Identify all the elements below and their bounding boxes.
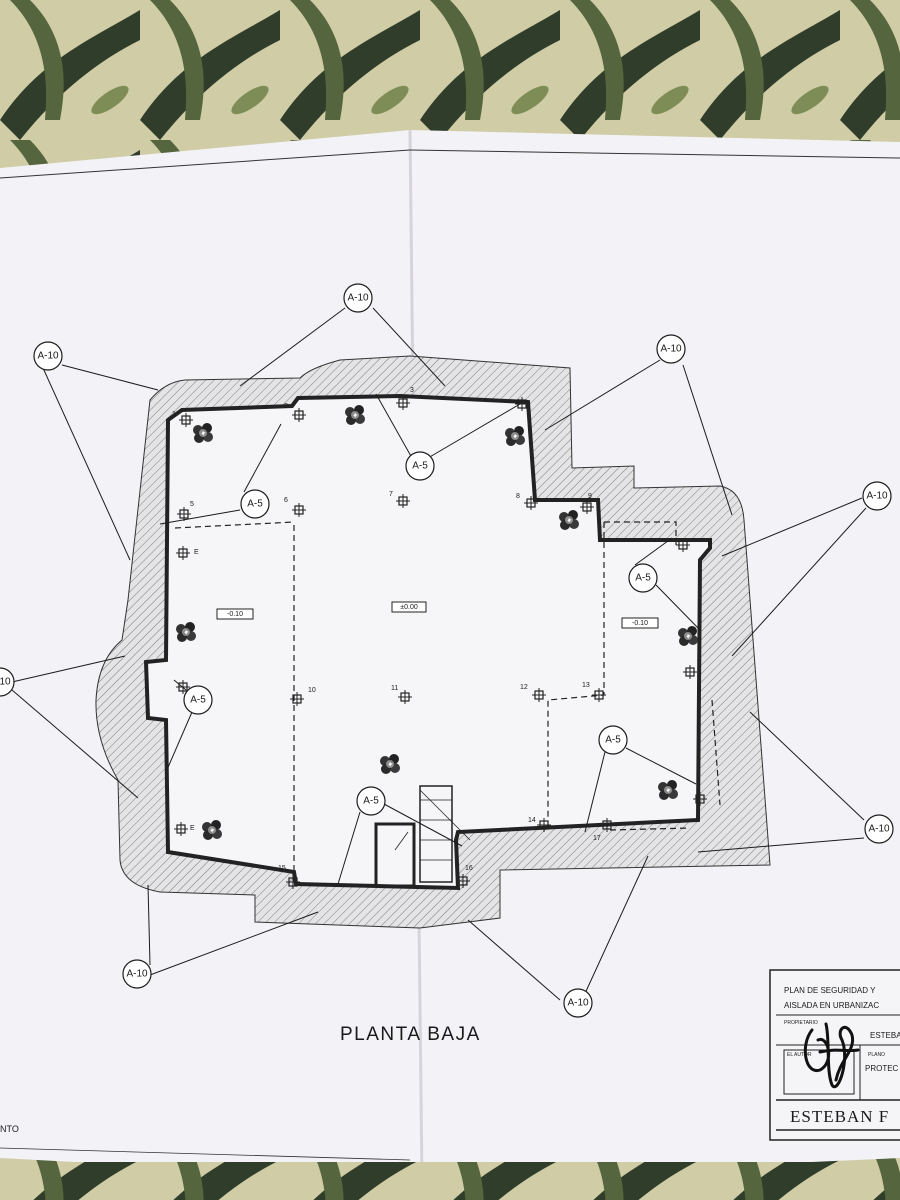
point-number: 11 bbox=[391, 685, 398, 692]
svg-text:A-5: A-5 bbox=[247, 499, 263, 510]
mark-e: E bbox=[190, 825, 195, 832]
point-number: 17 bbox=[593, 835, 601, 842]
edge-text: NTO bbox=[0, 1124, 19, 1134]
author-name: ESTEBAN F bbox=[790, 1107, 889, 1126]
level-markers: -0.10 ±0.00 -0.10 bbox=[216, 601, 659, 629]
callout-a10: A-10 bbox=[122, 959, 152, 989]
building-plan: -0.10 ±0.00 -0.10 1 2 3 4 5 6 7 8 9 10 1… bbox=[0, 283, 894, 1018]
callout-a5: A-5 bbox=[405, 451, 435, 481]
svg-text:A-10: A-10 bbox=[866, 491, 888, 502]
svg-text:A-10: A-10 bbox=[660, 344, 682, 355]
point-number: 3 bbox=[410, 387, 414, 394]
point-number: 14 bbox=[528, 817, 536, 824]
callout-a10-cut: 10 bbox=[0, 667, 15, 697]
callout-a10: A-10 bbox=[656, 334, 686, 364]
callout-a5: A-5 bbox=[356, 786, 386, 816]
svg-text:A-5: A-5 bbox=[412, 461, 428, 472]
level-left: -0.10 bbox=[227, 611, 243, 618]
callout-a5: A-5 bbox=[598, 725, 628, 755]
drawing-title: PLANTA BAJA bbox=[340, 1024, 481, 1045]
callout-a5: A-5 bbox=[628, 563, 658, 593]
point-number: 7 bbox=[389, 491, 393, 498]
point-number: 15 bbox=[278, 865, 286, 872]
mark-e: E bbox=[708, 539, 713, 546]
point-number: 10 bbox=[308, 687, 316, 694]
owner-value: ESTEBA bbox=[870, 1031, 900, 1040]
title-block-line2: AISLADA EN URBANIZAC bbox=[784, 1001, 879, 1010]
title-block-line1: PLAN DE SEGURIDAD Y bbox=[784, 986, 876, 995]
callout-a10: A-10 bbox=[862, 481, 892, 511]
mark-e: E bbox=[194, 549, 199, 556]
point-number: 6 bbox=[284, 497, 288, 504]
point-number: 4 bbox=[516, 399, 520, 406]
point-number: 12 bbox=[520, 684, 528, 691]
callout-a10: A-10 bbox=[343, 283, 373, 313]
svg-text:A-10: A-10 bbox=[347, 293, 369, 304]
plan-label: PLANO bbox=[868, 1052, 885, 1058]
owner-label: PROPIETARIO bbox=[784, 1020, 818, 1026]
callout-a10: A-10 bbox=[33, 341, 63, 371]
svg-text:A-10: A-10 bbox=[567, 998, 589, 1009]
signature bbox=[803, 1022, 860, 1089]
svg-text:A-10: A-10 bbox=[37, 351, 59, 362]
point-number: 16 bbox=[465, 865, 473, 872]
detail-callouts: A-10 A-10 A-10 A-10 10 A-10 A-10 A-10 A-… bbox=[0, 283, 894, 1018]
svg-text:A-10: A-10 bbox=[868, 824, 890, 835]
point-number: 8 bbox=[516, 493, 520, 500]
svg-text:A-5: A-5 bbox=[605, 735, 621, 746]
title-block: PLAN DE SEGURIDAD Y AISLADA EN URBANIZAC… bbox=[769, 969, 900, 1141]
level-right: -0.10 bbox=[632, 620, 648, 627]
point-number: 5 bbox=[190, 501, 194, 508]
callout-a5: A-5 bbox=[183, 685, 213, 715]
point-number: 1 bbox=[172, 411, 176, 418]
point-number: 2 bbox=[284, 403, 288, 410]
point-number: 13 bbox=[582, 682, 590, 689]
point-number: 9 bbox=[588, 493, 592, 500]
level-center: ±0.00 bbox=[400, 604, 418, 611]
callout-a5: A-5 bbox=[240, 489, 270, 519]
svg-text:A-5: A-5 bbox=[635, 573, 651, 584]
leader-lines bbox=[11, 307, 867, 1001]
svg-text:A-5: A-5 bbox=[363, 796, 379, 807]
svg-text:A-10: A-10 bbox=[126, 969, 148, 980]
point-numbers: 1 2 3 4 5 6 7 8 9 10 11 12 13 14 15 16 1… bbox=[172, 387, 713, 872]
plan-value: PROTEC bbox=[865, 1064, 899, 1073]
svg-text:A-5: A-5 bbox=[190, 695, 206, 706]
svg-text:10: 10 bbox=[0, 677, 11, 688]
author-label: EL AUTOR bbox=[787, 1052, 812, 1058]
stair bbox=[374, 785, 471, 888]
callout-a10: A-10 bbox=[563, 988, 593, 1018]
callout-a10: A-10 bbox=[864, 814, 894, 844]
fabric-bottom bbox=[0, 1162, 900, 1200]
